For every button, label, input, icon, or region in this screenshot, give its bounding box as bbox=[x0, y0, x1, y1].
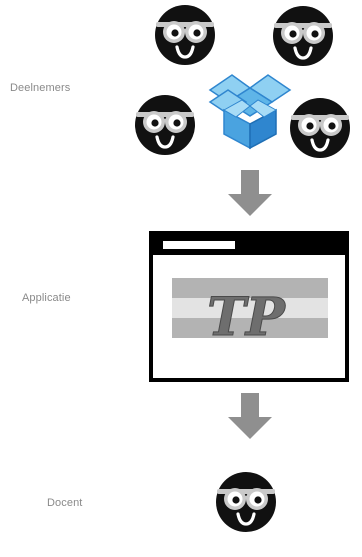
teacher-icon bbox=[214, 470, 278, 534]
participants-label: Deelnemers bbox=[10, 82, 71, 94]
down-arrow-icon bbox=[228, 170, 272, 216]
application-label: Applicatie bbox=[22, 292, 71, 304]
application-window-icon: TP bbox=[149, 231, 349, 382]
participant-4-icon bbox=[288, 96, 352, 160]
teacher-label: Docent bbox=[47, 497, 83, 509]
participant-2-icon bbox=[271, 4, 335, 68]
application-logo-text: TP bbox=[207, 287, 287, 348]
participant-1-icon bbox=[153, 3, 217, 67]
dropbox-icon bbox=[208, 74, 292, 150]
participant-3-icon bbox=[133, 93, 197, 157]
down-arrow-icon bbox=[228, 393, 272, 439]
